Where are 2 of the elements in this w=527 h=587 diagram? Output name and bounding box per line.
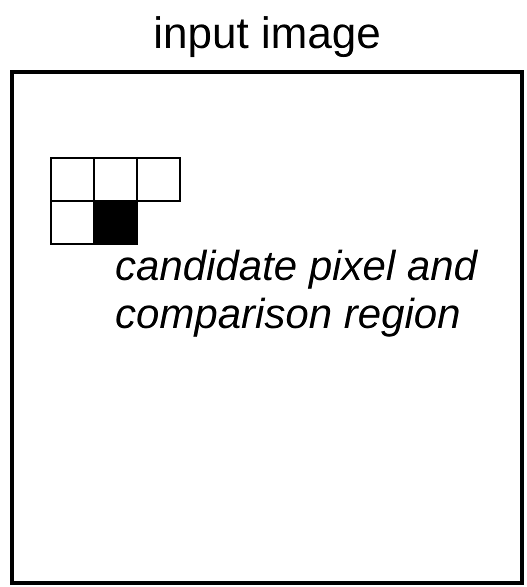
region-caption: candidate pixel and comparison region: [115, 242, 479, 338]
frame-title: input image: [152, 8, 382, 60]
